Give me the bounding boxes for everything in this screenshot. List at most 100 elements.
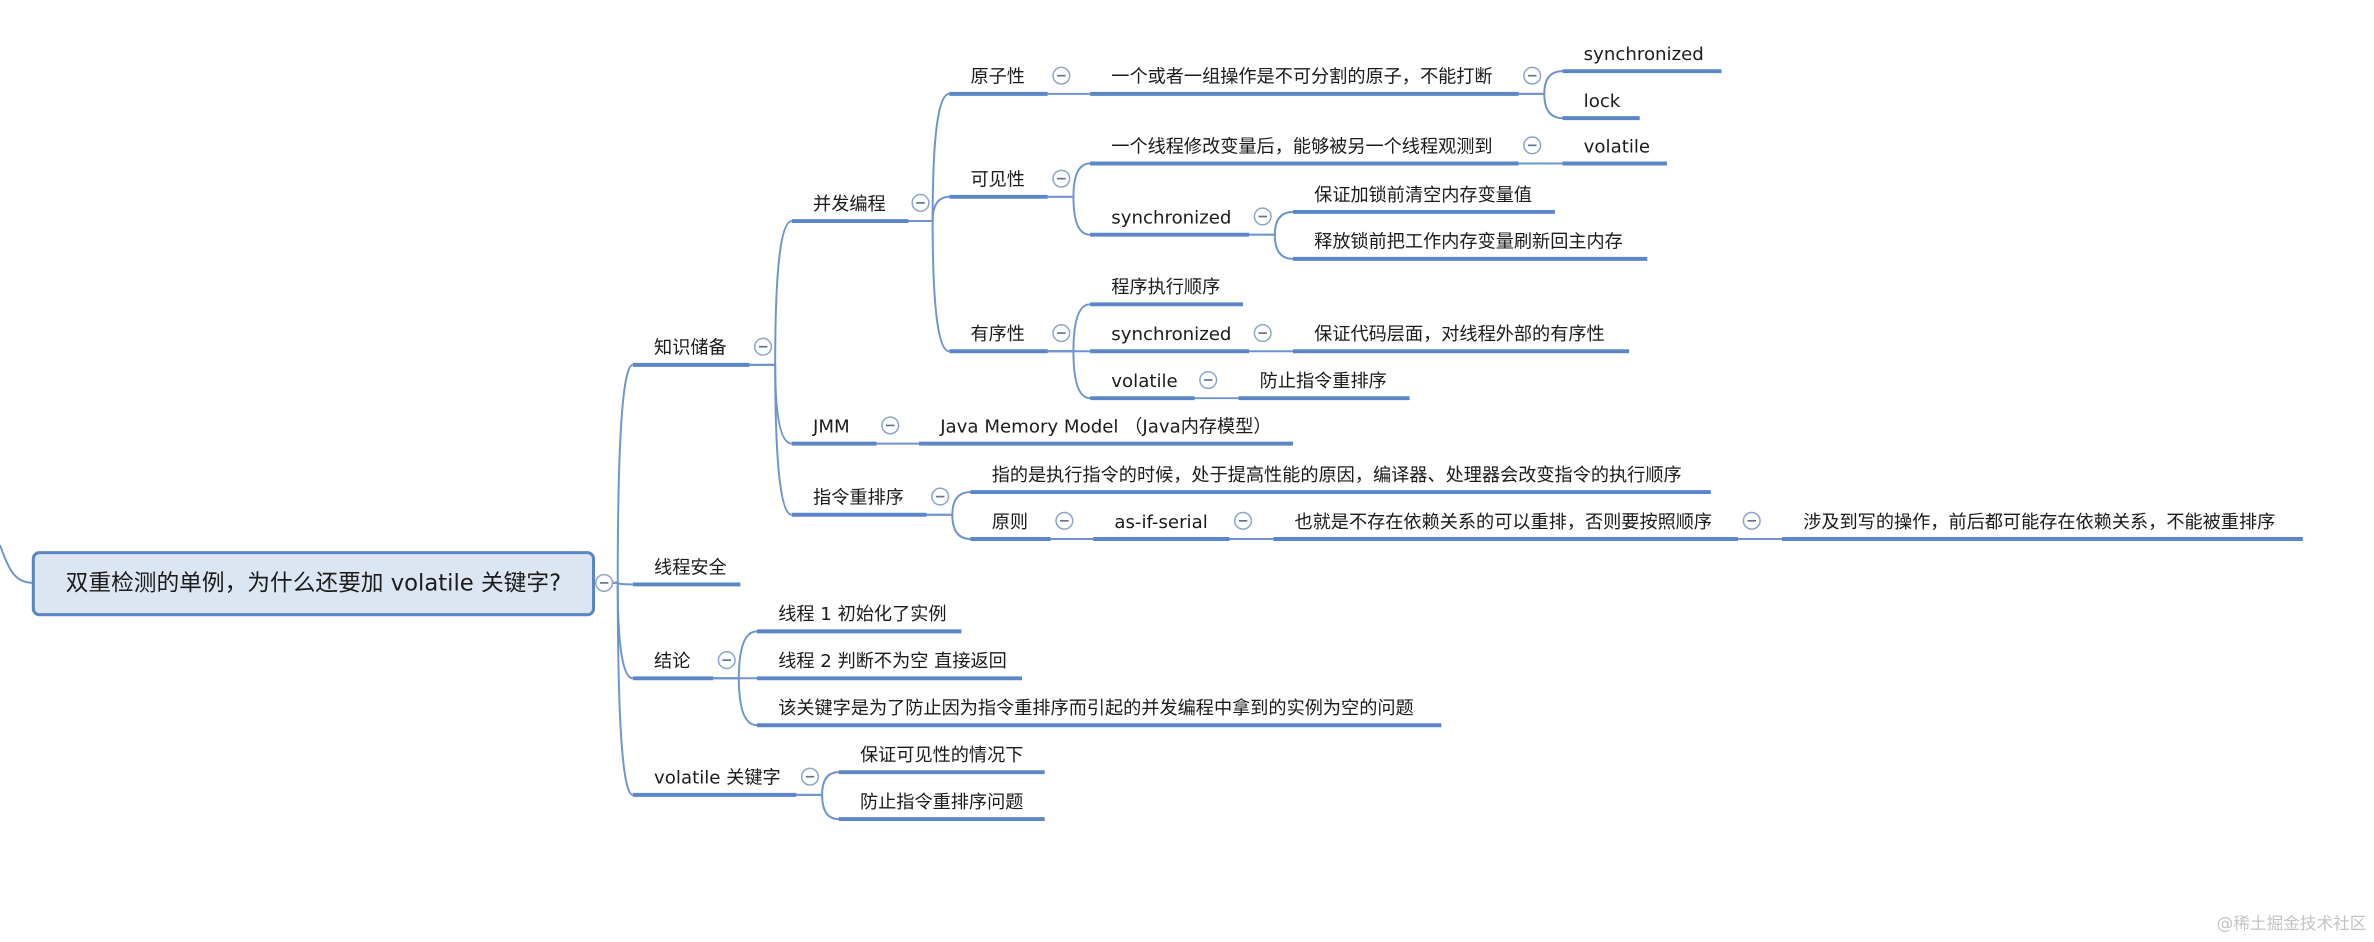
- topic-label: synchronized: [1111, 324, 1231, 345]
- topic-conclusion[interactable]: 结论: [632, 651, 736, 681]
- collapse-button[interactable]: [595, 573, 614, 592]
- connector-line: [749, 363, 793, 516]
- connector-line: [593, 363, 634, 584]
- topic-label: 线程 2 判断不为空 直接返回: [778, 651, 1007, 672]
- connector-line: [926, 513, 971, 540]
- topic-program-order[interactable]: 程序执行顺序: [1090, 277, 1244, 307]
- watermark: @稀土掘金技术社区: [2217, 914, 2367, 933]
- topic-label: 一个线程修改变量后，能够被另一个线程观测到: [1111, 136, 1492, 157]
- topic-ordering-synchronized[interactable]: synchronized: [1090, 324, 1272, 354]
- topic-knowledge-reserve[interactable]: 知识储备: [632, 337, 773, 367]
- root-topic-label: 双重检测的单例，为什么还要加 volatile 关键字?: [66, 571, 561, 597]
- connector-line: [713, 677, 758, 727]
- collapse-button[interactable]: [800, 767, 820, 786]
- connector-lines: [0, 70, 1783, 821]
- connector-line: [1249, 233, 1294, 260]
- topic-as-if-serial[interactable]: as-if-serial: [1093, 511, 1253, 541]
- connector-line: [796, 793, 839, 821]
- connector-line: [749, 220, 793, 366]
- root-topic[interactable]: 双重检测的单例，为什么还要加 volatile 关键字?: [31, 551, 614, 617]
- topic-label: 并发编程: [813, 194, 886, 215]
- topic-ordering-volatile[interactable]: volatile: [1090, 370, 1218, 401]
- topic-jmm[interactable]: JMM: [791, 416, 900, 446]
- topic-conclusion-point-3[interactable]: 该关键字是为了防止因为指令重排序而引起的并发编程中拿到的实例为空的问题: [757, 697, 1442, 728]
- topic-jmm-full-name[interactable]: Java Memory Model （Java内存模型）: [919, 416, 1293, 446]
- topic-label: 一个或者一组操作是不可分割的原子，不能打断: [1111, 67, 1492, 88]
- connector-line: [749, 363, 793, 445]
- topic-label: 释放锁前把工作内存变量刷新回主内存: [1314, 232, 1623, 253]
- topic-visibility-sync-point-1[interactable]: 保证加锁前清空内存变量值: [1292, 185, 1555, 214]
- topic-label: 涉及到写的操作，前后都可能存在依赖关系，不能被重排序: [1803, 512, 2275, 533]
- topic-visibility-sync-point-2[interactable]: 释放锁前把工作内存变量刷新回主内存: [1292, 232, 1648, 261]
- topic-label: 原子性: [970, 67, 1024, 88]
- collapse-button[interactable]: [1052, 169, 1071, 188]
- collapse-button[interactable]: [881, 416, 900, 435]
- topic-label: volatile: [1584, 136, 1650, 157]
- connector-line: [593, 581, 634, 680]
- collapse-button[interactable]: [1233, 511, 1253, 530]
- connector-line: [908, 220, 950, 353]
- root-topic-box: [31, 551, 596, 617]
- topic-label: 结论: [654, 651, 690, 672]
- topic-thread-safety[interactable]: 线程安全: [632, 557, 741, 587]
- topic-label: 防止指令重排序: [1260, 371, 1387, 392]
- topic-reordering-definition[interactable]: 指的是执行指令的时候，处于提高性能的原因，编译器、处理器会改变指令的执行顺序: [970, 465, 1711, 495]
- topic-volatile-point-1[interactable]: 保证可见性的情况下: [838, 745, 1045, 775]
- collapse-button[interactable]: [717, 651, 736, 670]
- collapse-button[interactable]: [911, 193, 930, 212]
- collapse-button[interactable]: [931, 487, 950, 506]
- topic-label: JMM: [812, 416, 850, 437]
- topic-label: as-if-serial: [1114, 512, 1207, 533]
- connector-line: [593, 581, 634, 796]
- connector-line: [0, 544, 34, 584]
- topic-label: 知识储备: [654, 338, 727, 359]
- topic-atomicity-synchronized[interactable]: synchronized: [1562, 44, 1722, 74]
- topic-as-if-serial-detail[interactable]: 涉及到写的操作，前后都可能存在依赖关系，不能被重排序: [1782, 512, 2303, 541]
- topic-conclusion-point-1[interactable]: 线程 1 初始化了实例: [757, 604, 962, 634]
- topic-label: 有序性: [970, 324, 1024, 345]
- topic-label: 保证可见性的情况下: [860, 745, 1023, 766]
- collapse-button[interactable]: [1253, 324, 1272, 343]
- topic-volatile-keyword[interactable]: volatile 关键字: [632, 767, 820, 797]
- topic-label: 线程安全: [654, 557, 727, 578]
- connector-line: [1047, 195, 1091, 236]
- topic-visibility-synchronized[interactable]: synchronized: [1090, 207, 1272, 237]
- collapse-button[interactable]: [1055, 511, 1074, 530]
- connector-line: [1047, 350, 1091, 400]
- topic-visibility-definition[interactable]: 一个线程修改变量后，能够被另一个线程观测到: [1090, 136, 1542, 166]
- collapse-button[interactable]: [1742, 511, 1761, 530]
- topic-ordering[interactable]: 有序性: [949, 324, 1071, 354]
- topic-label: 保证加锁前清空内存变量值: [1314, 185, 1532, 206]
- topic-ordering-sync-point[interactable]: 保证代码层面，对线程外部的有序性: [1292, 324, 1630, 354]
- topic-atomicity-lock[interactable]: lock: [1562, 91, 1640, 121]
- collapse-button[interactable]: [1052, 324, 1071, 343]
- collapse-button[interactable]: [1523, 136, 1542, 155]
- topic-reordering-principle[interactable]: 原则: [970, 511, 1074, 541]
- topic-visibility[interactable]: 可见性: [949, 169, 1071, 199]
- topic-conclusion-point-2[interactable]: 线程 2 判断不为空 直接返回: [757, 651, 1022, 681]
- topic-label: Java Memory Model （Java内存模型）: [939, 416, 1271, 437]
- topic-label: 程序执行顺序: [1111, 277, 1220, 298]
- topic-label: synchronized: [1111, 208, 1231, 229]
- topic-label: 防止指令重排序问题: [860, 792, 1023, 813]
- collapse-button[interactable]: [1253, 207, 1272, 226]
- topic-atomicity-definition[interactable]: 一个或者一组操作是不可分割的原子，不能打断: [1090, 66, 1542, 96]
- topic-ordering-volatile-point[interactable]: 防止指令重排序: [1238, 371, 1410, 401]
- topic-label: volatile 关键字: [654, 768, 781, 789]
- topic-as-if-serial-rule[interactable]: 也就是不存在依赖关系的可以重排，否则要按照顺序: [1273, 511, 1761, 541]
- collapse-button[interactable]: [1199, 370, 1218, 390]
- topic-concurrent-programming[interactable]: 并发编程: [791, 193, 930, 224]
- topic-label: 线程 1 初始化了实例: [778, 604, 946, 625]
- topic-label: 也就是不存在依赖关系的可以重排，否则要按照顺序: [1294, 512, 1712, 533]
- topic-label: 指令重排序: [813, 488, 904, 509]
- collapse-button[interactable]: [1052, 66, 1071, 85]
- topic-volatile-point-2[interactable]: 防止指令重排序问题: [838, 792, 1045, 822]
- collapse-button[interactable]: [753, 337, 773, 356]
- topic-atomicity[interactable]: 原子性: [949, 66, 1071, 96]
- topic-label: lock: [1584, 91, 1621, 112]
- topic-visibility-volatile[interactable]: volatile: [1562, 136, 1667, 166]
- topic-instruction-reordering[interactable]: 指令重排序: [791, 487, 950, 517]
- collapse-button[interactable]: [1523, 66, 1542, 85]
- topic-label: 该关键字是为了防止因为指令重排序而引起的并发编程中拿到的实例为空的问题: [778, 697, 1413, 719]
